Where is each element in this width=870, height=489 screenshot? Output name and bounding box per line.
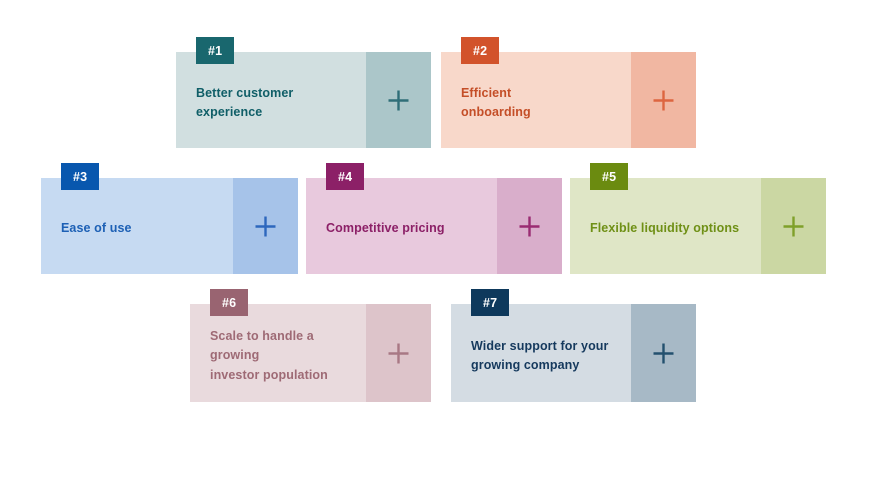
card-body: Flexible liquidity options xyxy=(570,178,761,274)
card-number-badge: #2 xyxy=(461,37,500,64)
benefit-card-5[interactable]: #5 Flexible liquidity options xyxy=(570,163,826,274)
plus-icon[interactable] xyxy=(387,89,410,112)
benefit-card-3[interactable]: #3 Ease of use xyxy=(41,163,298,274)
plus-icon[interactable] xyxy=(652,89,675,112)
card-label: Scale to handle a growing investor popul… xyxy=(210,328,328,382)
card-label: Efficient onboarding xyxy=(461,85,531,119)
card-accent-panel xyxy=(366,304,431,402)
card-number-badge: #3 xyxy=(61,163,100,190)
card-accent-panel xyxy=(233,178,298,274)
card-number-badge: #6 xyxy=(210,289,249,316)
card-body: Wider support for your growing company xyxy=(451,304,631,402)
benefit-card-1[interactable]: #1 Better customer experience xyxy=(176,37,431,148)
plus-icon[interactable] xyxy=(254,215,277,238)
benefit-card-7[interactable]: #7 Wider support for your growing compan… xyxy=(451,289,696,402)
card-body: Ease of use xyxy=(41,178,233,274)
card-number-badge: #7 xyxy=(471,289,510,316)
card-label: Ease of use xyxy=(61,221,132,236)
plus-icon[interactable] xyxy=(387,342,410,365)
card-accent-panel xyxy=(497,178,562,274)
benefit-card-4[interactable]: #4 Competitive pricing xyxy=(306,163,562,274)
plus-icon[interactable] xyxy=(782,215,805,238)
benefit-card-2[interactable]: #2 Efficient onboarding xyxy=(441,37,696,148)
card-body: Better customer experience xyxy=(176,52,366,148)
card-accent-panel xyxy=(761,178,826,274)
card-number-badge: #1 xyxy=(196,37,235,64)
card-label: Wider support for your growing company xyxy=(471,338,609,372)
benefit-card-6[interactable]: #6 Scale to handle a growing investor po… xyxy=(190,289,431,402)
card-label: Flexible liquidity options xyxy=(590,221,740,236)
plus-icon[interactable] xyxy=(518,215,541,238)
card-body: Competitive pricing xyxy=(306,178,497,274)
card-number-badge: #5 xyxy=(590,163,629,190)
card-label: Competitive pricing xyxy=(326,221,445,236)
card-label: Better customer experience xyxy=(196,85,294,119)
card-accent-panel xyxy=(366,52,431,148)
card-accent-panel xyxy=(631,304,696,402)
card-number-badge: #4 xyxy=(326,163,365,190)
card-body: Scale to handle a growing investor popul… xyxy=(190,304,366,402)
card-body: Efficient onboarding xyxy=(441,52,631,148)
card-accent-panel xyxy=(631,52,696,148)
plus-icon[interactable] xyxy=(652,342,675,365)
